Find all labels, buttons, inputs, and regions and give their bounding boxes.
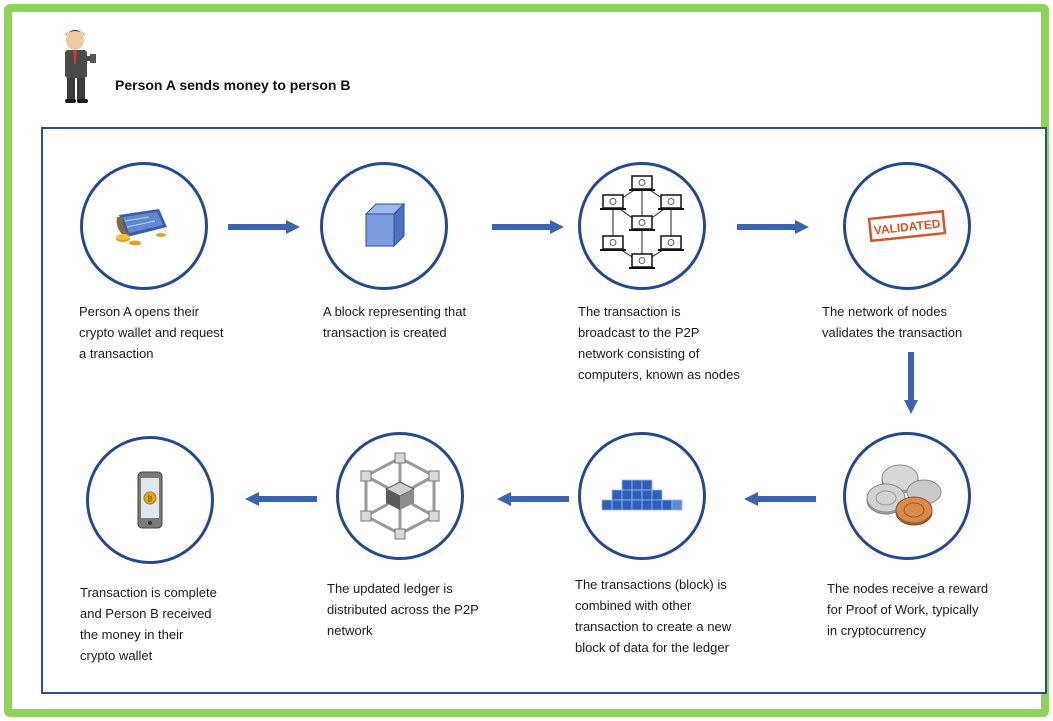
smartphone-wallet-icon: ₿ <box>137 471 163 529</box>
validated-stamp-icon: VALIDATED <box>867 209 947 243</box>
step-8-circle: ₿ <box>86 436 214 564</box>
step-2-circle <box>320 162 448 290</box>
step-4-caption: The network of nodes validates the trans… <box>822 304 963 340</box>
arrow-2-to-3 <box>492 220 564 234</box>
step-7-caption: The updated ledger is distributed across… <box>327 581 479 638</box>
stamp-text: VALIDATED <box>873 217 941 238</box>
arrow-4-to-5 <box>904 352 918 414</box>
svg-text:₿: ₿ <box>147 495 152 503</box>
step-6-caption: The transactions (block) is combined wit… <box>575 577 732 655</box>
block-cube-icon <box>364 202 406 248</box>
step-4-circle: VALIDATED <box>843 162 971 290</box>
stacked-blocks-icon <box>601 479 683 511</box>
businessman-icon <box>65 29 96 103</box>
step-1-circle <box>80 162 208 290</box>
coins-icon <box>866 464 942 526</box>
step-6-circle <box>578 432 706 560</box>
step-5-circle <box>843 432 971 560</box>
arrow-1-to-2 <box>228 220 300 234</box>
step-7-circle <box>336 432 464 560</box>
arrow-5-to-6 <box>744 492 816 506</box>
step-3-caption: The transaction is broadcast to the P2P … <box>578 304 740 382</box>
page-title: Person A sends money to person B <box>115 77 351 93</box>
ledger-network-icon <box>360 452 440 540</box>
wallet-icon <box>116 209 167 246</box>
arrow-3-to-4 <box>737 220 809 234</box>
step-3-circle <box>578 162 706 290</box>
step-1-caption: Person A opens their crypto wallet and r… <box>79 304 224 361</box>
step-2-caption: A block representing that transaction is… <box>323 304 467 340</box>
step-8-caption: Transaction is complete and Person B rec… <box>80 585 217 663</box>
arrow-7-to-8 <box>245 492 317 506</box>
step-5-caption: The nodes receive a reward for Proof of … <box>827 581 989 638</box>
p2p-network-icon <box>600 175 684 269</box>
arrow-6-to-7 <box>497 492 569 506</box>
